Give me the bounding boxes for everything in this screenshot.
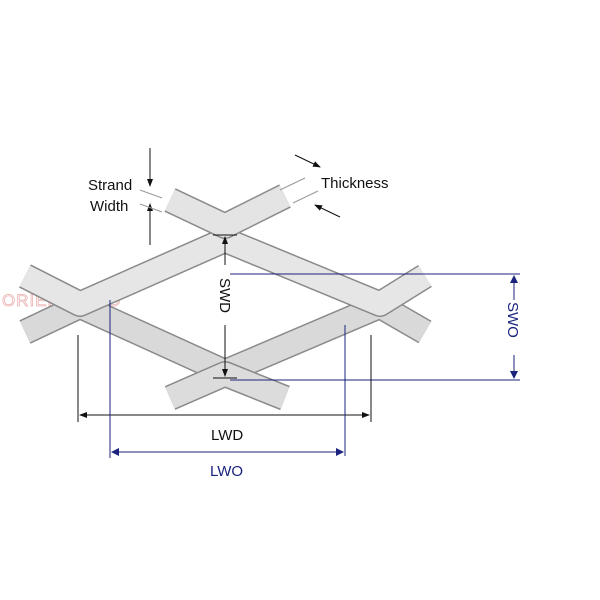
strand-width-dimension xyxy=(139,148,163,245)
lwd-label: LWD xyxy=(211,427,243,444)
lwd-dimension xyxy=(77,335,372,422)
thickness-label: Thickness xyxy=(321,175,389,192)
swd-label: SWD xyxy=(216,278,233,313)
strand-width-label-line2: Width xyxy=(90,198,128,215)
swo-label: SWO xyxy=(504,302,521,338)
lwo-label: LWO xyxy=(210,463,243,480)
thickness-dimension xyxy=(279,154,341,218)
swo-dimension xyxy=(230,273,520,381)
lwo-dimension xyxy=(109,300,346,458)
strand-width-label-line1: Strand xyxy=(88,177,132,194)
swd-dimension xyxy=(213,234,237,379)
top-strand-piece xyxy=(164,184,291,239)
